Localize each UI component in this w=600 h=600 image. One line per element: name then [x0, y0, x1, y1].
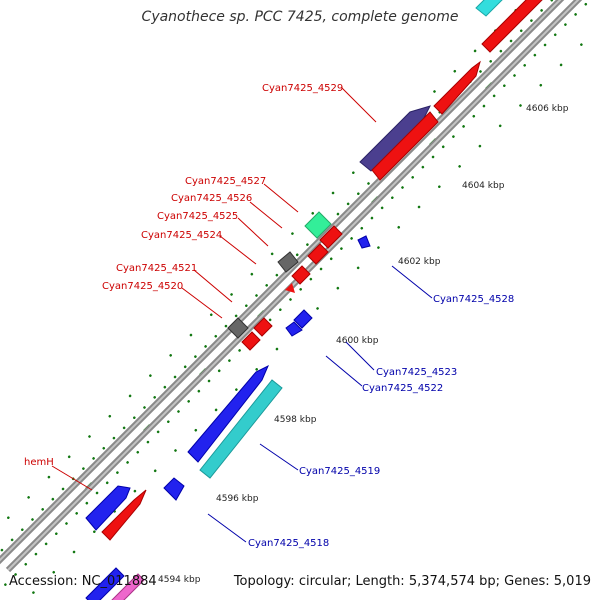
topology-value: circular;: [298, 574, 352, 589]
reverse-genes[interactable]: [163, 235, 371, 501]
gene-label[interactable]: Cyan7425_4527: [185, 176, 266, 187]
scale-labels: 4594 kbp 4596 kbp 4598 kbp 4600 kbp 4602 kbp…: [158, 104, 569, 585]
gene-bottom-blue[interactable]: [85, 567, 125, 600]
gene-4519[interactable]: [199, 379, 283, 479]
gene-4518[interactable]: [163, 477, 185, 501]
gene-label[interactable]: Cyan7425_4523: [376, 367, 457, 378]
genes-value: 5,019: [553, 574, 591, 589]
genome-title: Cyanothece sp. PCC 7425, complete genome: [141, 9, 459, 25]
gene-4521[interactable]: [253, 317, 273, 337]
gene-4529[interactable]: [359, 105, 431, 172]
gene-4519-blue[interactable]: [187, 364, 269, 463]
gene-label[interactable]: Cyan7425_4528: [433, 294, 514, 305]
genome-stats: Topology: circular; Length: 5,374,574 bp…: [234, 574, 591, 589]
gene-4524b[interactable]: [291, 265, 311, 285]
forward-genes[interactable]: [85, 0, 548, 600]
scale-label: 4606 kbp: [526, 104, 569, 114]
gene-label[interactable]: Cyan7425_4518: [248, 538, 329, 549]
gene-upper-red[interactable]: [371, 111, 439, 181]
gene-4520b[interactable]: [241, 331, 261, 351]
gene-label[interactable]: Cyan7425_4522: [362, 383, 443, 394]
gene-label[interactable]: Cyan7425_4521: [116, 263, 197, 274]
topology-label: Topology:: [233, 574, 295, 589]
gene-label[interactable]: Cyan7425_4525: [157, 211, 238, 222]
scale-label: 4598 kbp: [274, 415, 317, 425]
accession-label: Accession:: [9, 574, 78, 589]
gene-4526[interactable]: [319, 225, 343, 249]
gene-hemH[interactable]: [85, 485, 131, 531]
gene-4524[interactable]: [277, 251, 299, 273]
gene-4528[interactable]: [357, 235, 371, 249]
scale-label: 4604 kbp: [462, 181, 505, 191]
gene-label[interactable]: hemH: [24, 457, 54, 468]
gene-4522[interactable]: [285, 321, 303, 337]
scale-label: 4596 kbp: [216, 494, 259, 504]
gene-upper-red2[interactable]: [433, 60, 481, 115]
gene-label[interactable]: Cyan7425_4520: [102, 281, 183, 292]
gene-small-red[interactable]: [285, 283, 295, 293]
gene-top-red[interactable]: [481, 0, 548, 53]
gene-4529b[interactable]: [475, 0, 510, 17]
gene-4525[interactable]: [307, 243, 329, 265]
accession-value: NC_011884: [81, 574, 157, 589]
callout-lines: [51, 87, 433, 543]
length-label: Length:: [355, 574, 405, 589]
scale-label: 4602 kbp: [398, 257, 441, 267]
scale-label: 4594 kbp: [158, 575, 201, 585]
gene-hemH-red[interactable]: [101, 489, 147, 541]
gene-4527[interactable]: [304, 211, 332, 239]
length-value: 5,374,574 bp;: [408, 574, 501, 589]
genes-label: Genes:: [504, 574, 550, 589]
gene-label[interactable]: Cyan7425_4519: [299, 466, 380, 477]
gene-4520[interactable]: [227, 317, 249, 339]
gene-labels[interactable]: Cyan7425_4529Cyan7425_4527Cyan7425_4526C…: [24, 83, 514, 549]
accession-info: Accession:NC_011884: [9, 574, 157, 589]
gene-label[interactable]: Cyan7425_4526: [171, 193, 252, 204]
gene-label[interactable]: Cyan7425_4529: [262, 83, 343, 94]
scale-label: 4600 kbp: [336, 336, 379, 346]
gene-4523[interactable]: [293, 309, 313, 329]
gene-label[interactable]: Cyan7425_4524: [141, 230, 222, 241]
gene-bottom-pink[interactable]: [111, 573, 145, 600]
